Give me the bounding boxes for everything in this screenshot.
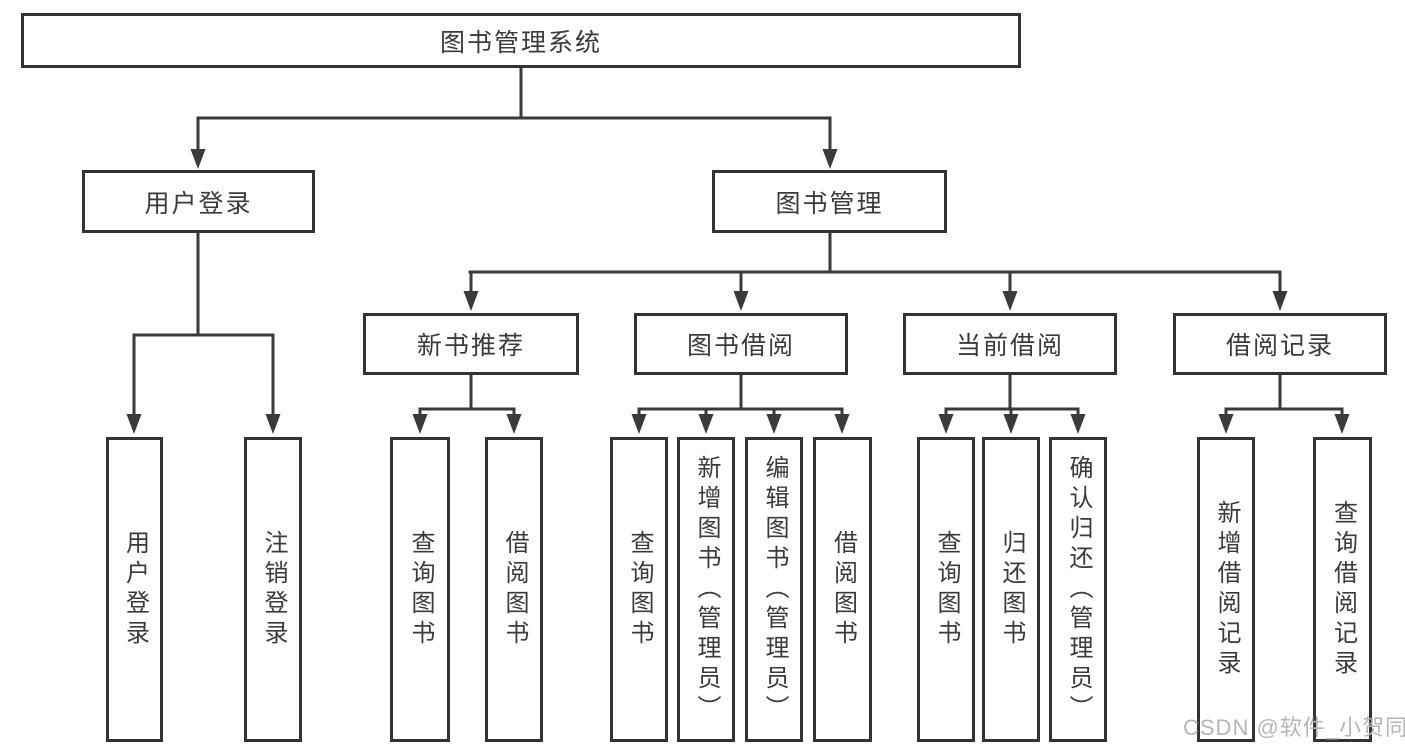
node-label: 新书推荐: [416, 332, 525, 360]
connector-user-login-children: [126, 233, 281, 434]
leaf-add-books-admin: 新增图书（管理员）: [677, 437, 735, 742]
node-label: 注销登录: [260, 529, 287, 650]
leaf-query-borrow-record: 查询借阅记录: [1313, 437, 1372, 742]
node-label: 确认归还（管理员）: [1065, 454, 1092, 725]
node-new-book-recommend: 新书推荐: [363, 313, 579, 375]
node-library-management-system: 图书管理系统: [21, 13, 1021, 68]
node-borrow-records: 借阅记录: [1173, 313, 1387, 375]
node-label: 借阅记录: [1225, 332, 1334, 360]
connector-book-management-children: [463, 233, 1288, 311]
node-label: 图书借阅: [686, 332, 795, 360]
arrowhead-icon: [1218, 414, 1350, 434]
leaf-user-login: 用户登录: [106, 437, 163, 742]
node-label: 用户登录: [121, 529, 149, 650]
connector-borrow-records-children: [1218, 375, 1350, 434]
node-label: 查询图书: [626, 529, 653, 650]
node-user-login: 用户登录: [82, 170, 315, 233]
connector-root-to-level1: [190, 68, 838, 169]
leaf-borrow-books: 借阅图书: [813, 437, 872, 742]
leaf-query-books-recommend: 查询图书: [390, 437, 450, 742]
leaf-confirm-return-admin: 确认归还（管理员）: [1049, 437, 1107, 742]
leaf-borrow-books-recommend: 借阅图书: [485, 437, 543, 742]
connector-book-borrow-children: [631, 375, 850, 434]
node-book-management: 图书管理: [712, 170, 947, 233]
node-label: 当前借阅: [955, 332, 1064, 360]
node-book-borrow: 图书借阅: [634, 313, 848, 375]
connector-current-borrow-children: [938, 375, 1086, 434]
leaf-query-books-borrow: 查询图书: [610, 437, 668, 742]
node-current-borrow: 当前借阅: [903, 313, 1117, 375]
node-label: 图书管理系统: [439, 28, 602, 57]
leaf-query-books-current: 查询图书: [917, 437, 975, 742]
leaf-logout-login: 注销登录: [244, 437, 302, 742]
arrowhead-icon: [190, 149, 838, 169]
csdn-watermark: CSDN @软件_小贺同学: [1183, 715, 1405, 740]
node-label: 借阅图书: [501, 529, 528, 650]
node-label: 新增借阅记录: [1213, 499, 1240, 680]
leaf-edit-books-admin: 编辑图书（管理员）: [745, 437, 803, 742]
arrowhead-icon: [938, 414, 1086, 434]
arrowhead-icon: [126, 414, 281, 434]
node-label: 查询图书: [933, 529, 960, 650]
node-label: 用户登录: [144, 189, 253, 218]
node-label: 查询图书: [407, 529, 434, 650]
arrowhead-icon: [463, 291, 1288, 311]
leaf-add-borrow-record: 新增借阅记录: [1197, 437, 1255, 742]
node-label: 新增图书（管理员）: [693, 454, 720, 725]
node-label: 归还图书: [998, 529, 1025, 650]
node-label: 编辑图书（管理员）: [761, 454, 788, 725]
leaf-return-books: 归还图书: [982, 437, 1040, 742]
connector-new-book-children: [412, 375, 522, 434]
node-label: 图书管理: [775, 189, 884, 218]
node-label: 借阅图书: [829, 529, 857, 650]
node-label: 查询借阅记录: [1329, 499, 1357, 680]
arrowhead-icon: [412, 414, 522, 434]
arrowhead-icon: [631, 414, 850, 434]
